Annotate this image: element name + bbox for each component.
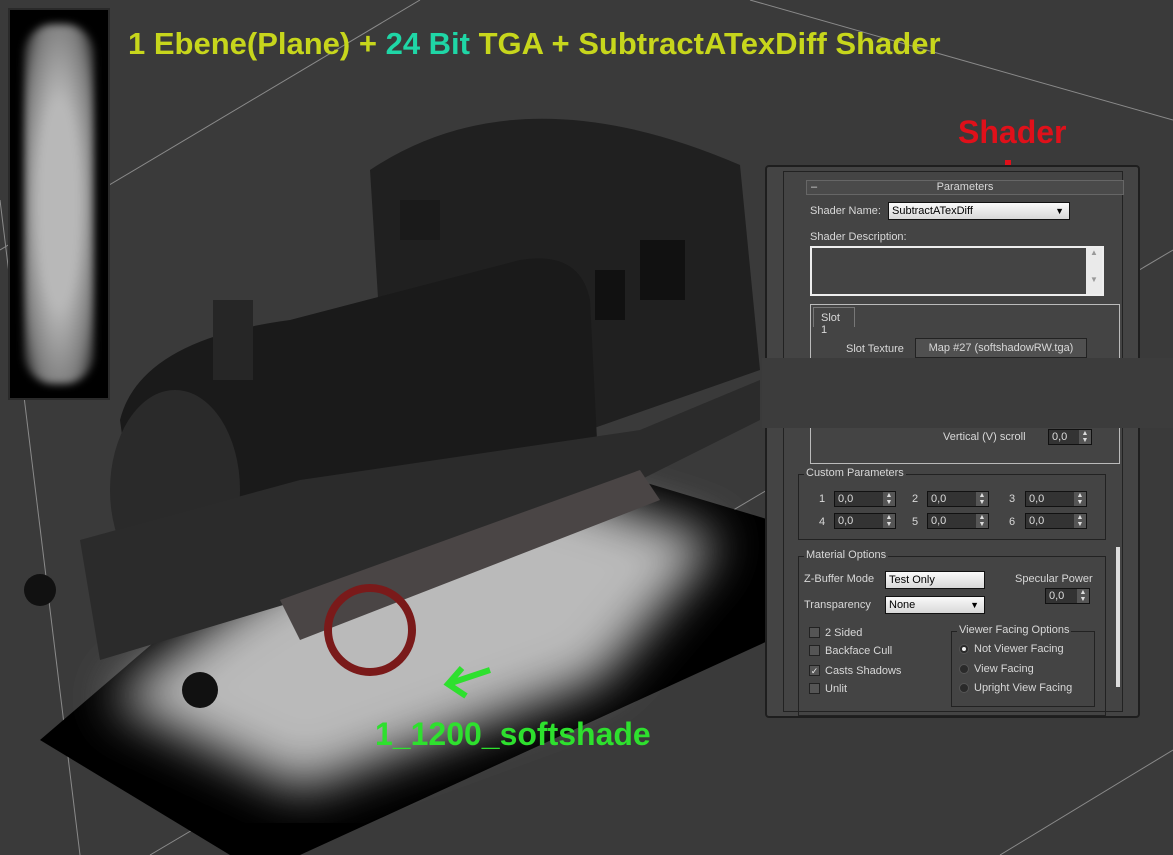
shader-name-dropdown[interactable]: SubtractATexDiff▼ (888, 202, 1070, 220)
custom-param-3[interactable]: 0,0▲▼ (1025, 491, 1087, 507)
viewer-facing-group: Viewer Facing Options Not Viewer Facing … (951, 624, 1095, 707)
custom-param-2[interactable]: 0,0▲▼ (927, 491, 989, 507)
locomotive-model (24, 118, 760, 708)
redacted-cover (762, 358, 1173, 428)
material-options-group: Material Options Z-Buffer Mode Test Only… (798, 549, 1106, 716)
slot-section: Slot 1 Slot Texture Map #27 (softshadowR… (810, 304, 1120, 464)
zbuffer-mode-dropdown[interactable]: Test Only (885, 571, 985, 589)
green-arrow-icon (443, 666, 491, 699)
vscroll-spinner[interactable]: 0,0▲▼ (1048, 429, 1092, 445)
radio-view-facing[interactable] (959, 664, 969, 674)
scrollbar[interactable]: ▲▼ (1086, 248, 1102, 294)
shader-callout: Shader (958, 114, 1067, 150)
custom-param-6[interactable]: 0,0▲▼ (1025, 513, 1087, 529)
material-parameters-panel: –Parameters Shader Name: SubtractATexDif… (765, 165, 1140, 718)
object-label: 1_1200_softshade (375, 716, 651, 752)
panel-scrollbar[interactable] (1116, 547, 1120, 687)
texture-preview (8, 8, 110, 400)
radio-upright-view-facing[interactable] (959, 683, 969, 693)
checkbox-2-sided[interactable] (809, 627, 820, 638)
custom-param-5[interactable]: 0,0▲▼ (927, 513, 989, 529)
tab-slot-1[interactable]: Slot 1 (813, 307, 855, 336)
chevron-down-icon: ▼ (1055, 206, 1064, 216)
custom-param-1[interactable]: 0,0▲▼ (834, 491, 896, 507)
slot-texture-label: Slot Texture (846, 343, 904, 355)
radio-not-viewer-facing[interactable] (959, 644, 969, 654)
overlay-title: 1 Ebene(Plane) + 24 Bit TGA + SubtractAT… (128, 26, 941, 61)
custom-param-4[interactable]: 0,0▲▼ (834, 513, 896, 529)
slot-texture-button[interactable]: Map #27 (softshadowRW.tga) (915, 338, 1087, 358)
vscroll-label: Vertical (V) scroll (943, 431, 1026, 443)
transparency-dropdown[interactable]: None▼ (885, 596, 985, 614)
checkbox-unlit[interactable] (809, 683, 820, 694)
shader-name-label: Shader Name: (810, 205, 881, 217)
parameters-rollout[interactable]: –Parameters (806, 180, 1124, 195)
specular-power-spinner[interactable]: 0,0▲▼ (1045, 588, 1090, 604)
checkbox-casts-shadows[interactable]: ✓ (809, 665, 820, 676)
shader-description-field[interactable]: ▲▼ (810, 246, 1104, 296)
shader-description-label: Shader Description: (810, 231, 907, 243)
checkbox-backface-cull[interactable] (809, 645, 820, 656)
